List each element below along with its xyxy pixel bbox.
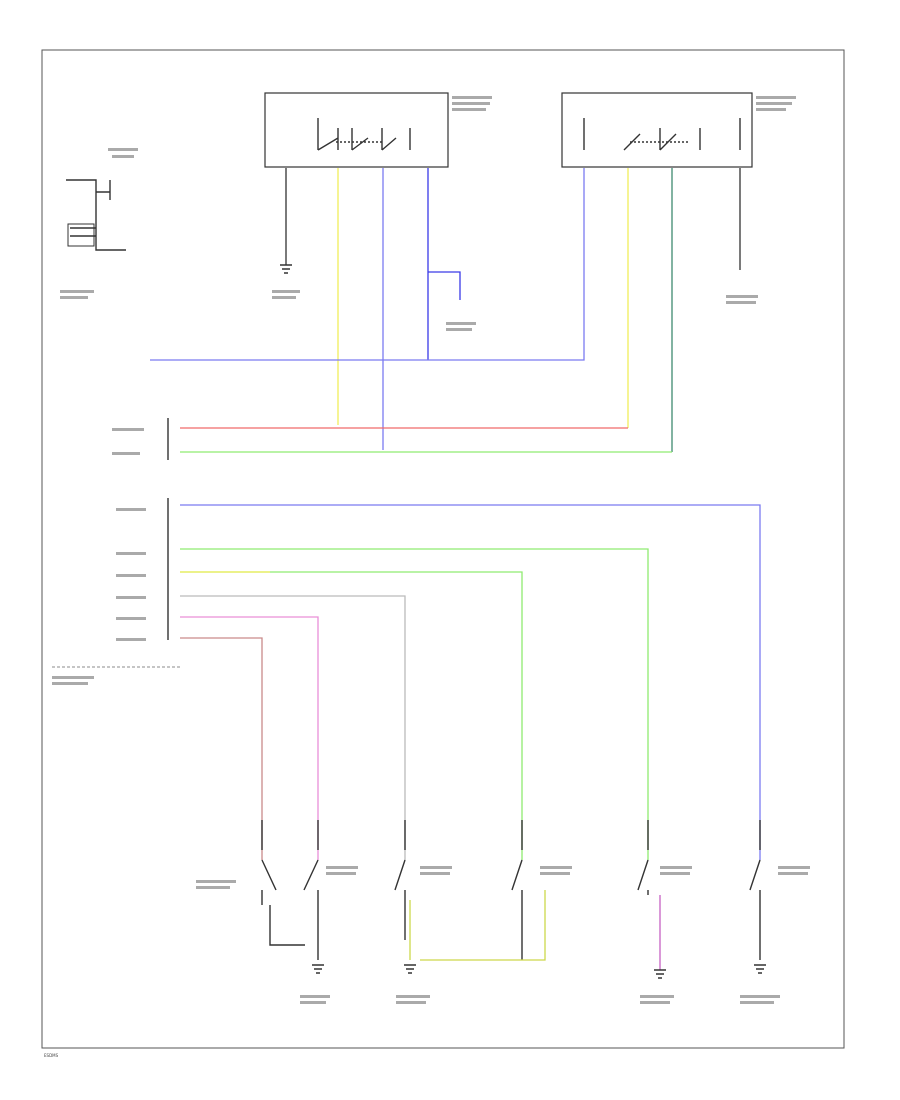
wire-gray xyxy=(180,595,406,860)
wire-blue-passenger xyxy=(150,168,585,361)
ground-symbol xyxy=(280,264,292,274)
wire-olive-lower xyxy=(420,890,546,961)
footer-label: ESDMS xyxy=(44,1053,59,1058)
ground-symbol-bottom-right xyxy=(754,964,766,974)
wire-blue-right xyxy=(180,504,761,860)
ground-symbol-bottom-left xyxy=(312,964,324,974)
wire-green-left-rear xyxy=(180,548,649,860)
ground-symbol-bottom-mid xyxy=(404,964,416,974)
bottom-switches xyxy=(261,820,761,960)
diagram-frame xyxy=(41,49,845,1049)
wire-green-right-rear xyxy=(180,571,523,860)
passenger-window-switch xyxy=(561,92,796,168)
ground-symbol-bottom-right-mid xyxy=(654,969,666,979)
wire-deep-blue-branch xyxy=(428,271,461,300)
relay-symbol xyxy=(60,148,138,299)
driver-window-switch xyxy=(264,92,492,168)
wire-pink xyxy=(180,616,319,860)
wire-rose xyxy=(180,637,263,860)
